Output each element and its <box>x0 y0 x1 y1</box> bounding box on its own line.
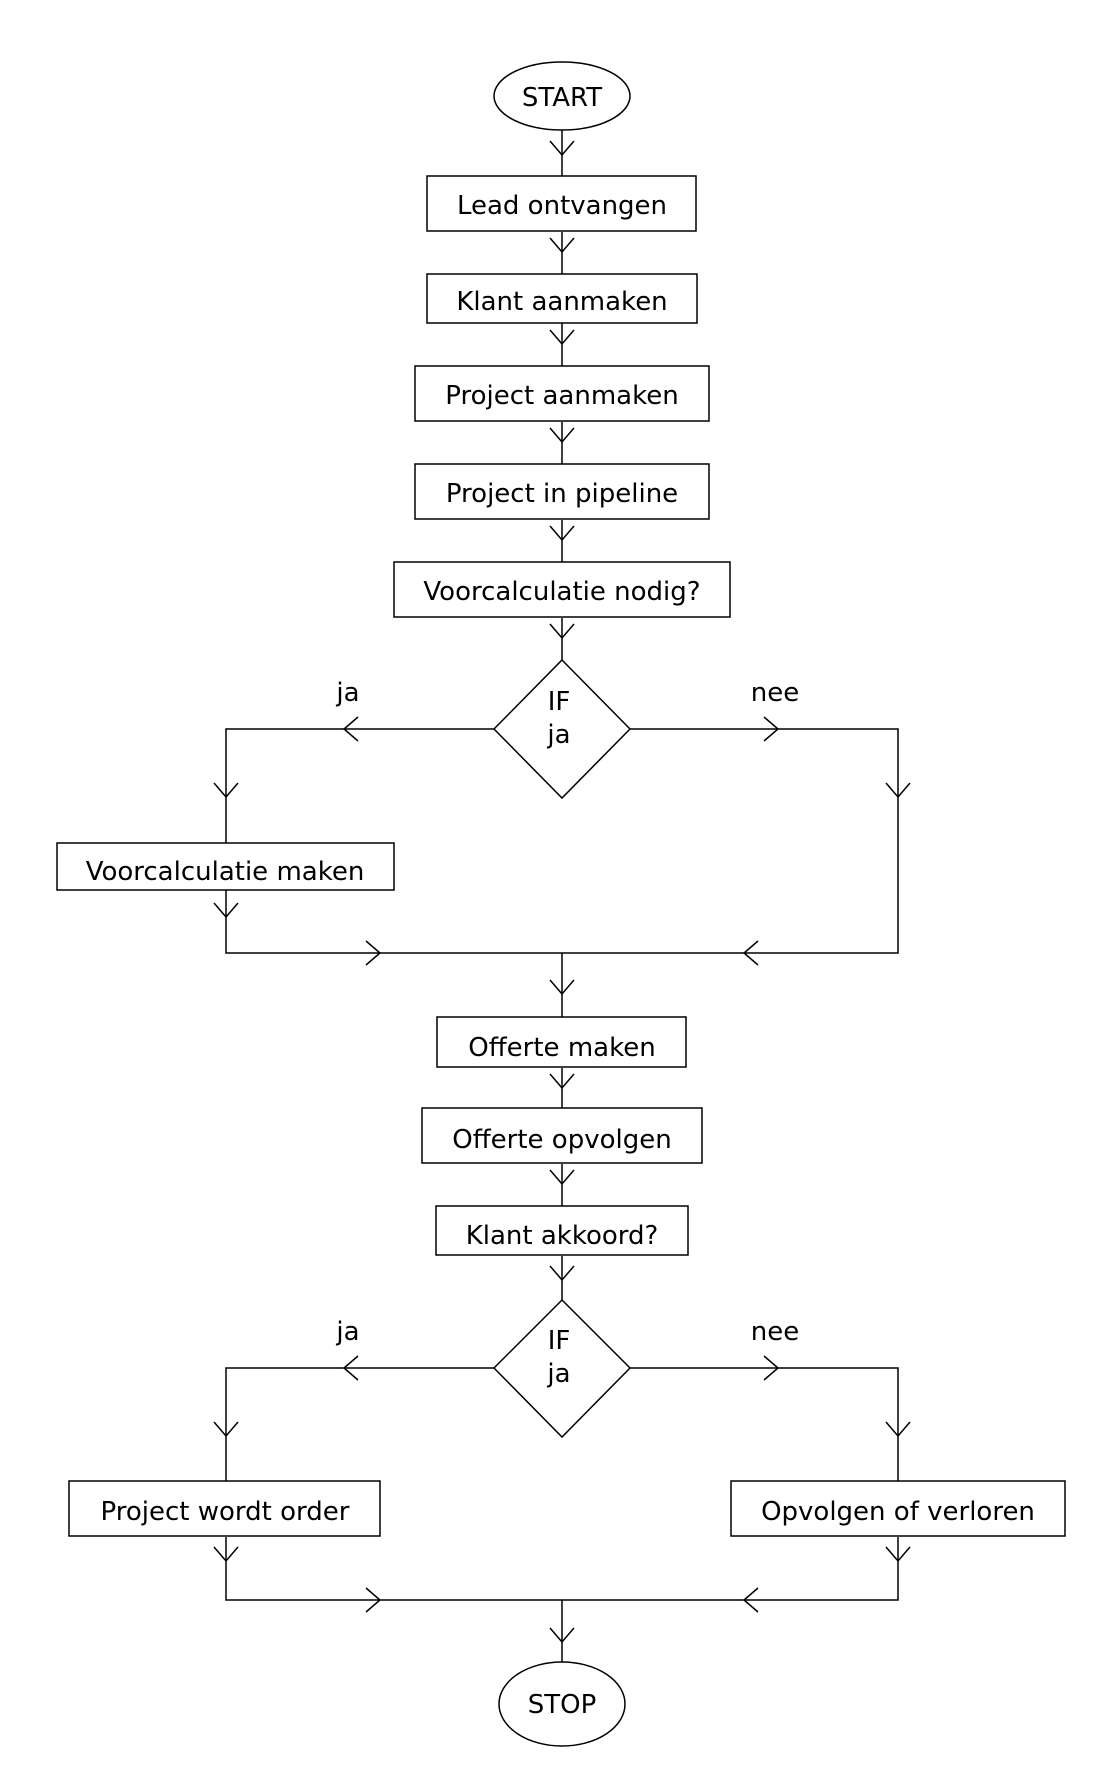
decision-2-no-label: nee <box>751 1317 799 1347</box>
step-voorcalculatie-maken: Voorcalculatie maken <box>56 842 395 891</box>
step-project-aanmaken-label: Project aanmaken <box>445 381 678 411</box>
decision-1-no-label: nee <box>751 678 799 708</box>
decision-2-line2: ja <box>546 1359 570 1389</box>
decision-2-yes-label: ja <box>335 1317 359 1347</box>
step-project-wordt-order: Project wordt order <box>68 1480 381 1537</box>
step-offerte-opvolgen-label: Offerte opvolgen <box>452 1125 671 1155</box>
decision-1-line1: IF <box>548 687 571 717</box>
step-project-pipeline: Project in pipeline <box>414 463 710 520</box>
step-klant-aanmaken-label: Klant aanmaken <box>456 287 667 317</box>
step-opvolgen-of-verloren-label: Opvolgen of verloren <box>761 1497 1035 1527</box>
stop-terminator: STOP <box>498 1661 626 1747</box>
decision-2: IF ja <box>492 1298 632 1439</box>
start-terminator: START <box>493 61 631 131</box>
step-voorcalculatie-question: Voorcalculatie nodig? <box>393 561 731 618</box>
step-project-pipeline-label: Project in pipeline <box>446 479 678 509</box>
step-voorcalculatie-maken-label: Voorcalculatie maken <box>86 857 365 887</box>
step-offerte-maken-label: Offerte maken <box>468 1033 655 1063</box>
step-lead: Lead ontvangen <box>426 175 697 232</box>
stop-label: STOP <box>528 1690 597 1720</box>
arrowheads <box>213 140 911 1644</box>
decision-1-yes-label: ja <box>335 678 359 708</box>
step-klant-akkoord-question: Klant akkoord? <box>435 1205 689 1256</box>
start-label: START <box>522 83 602 113</box>
step-offerte-opvolgen: Offerte opvolgen <box>421 1107 703 1164</box>
step-klant-akkoord-question-label: Klant akkoord? <box>466 1221 659 1251</box>
step-opvolgen-of-verloren: Opvolgen of verloren <box>730 1480 1066 1537</box>
step-lead-label: Lead ontvangen <box>457 191 667 221</box>
step-project-wordt-order-label: Project wordt order <box>101 1497 350 1527</box>
decision-2-line1: IF <box>548 1326 571 1356</box>
step-voorcalculatie-question-label: Voorcalculatie nodig? <box>423 577 700 607</box>
step-klant-aanmaken: Klant aanmaken <box>426 273 698 324</box>
decision-1-line2: ja <box>546 720 570 750</box>
step-project-aanmaken: Project aanmaken <box>414 365 710 422</box>
step-offerte-maken: Offerte maken <box>436 1016 687 1068</box>
connectors <box>225 130 899 1662</box>
decision-1: IF ja <box>492 658 632 800</box>
